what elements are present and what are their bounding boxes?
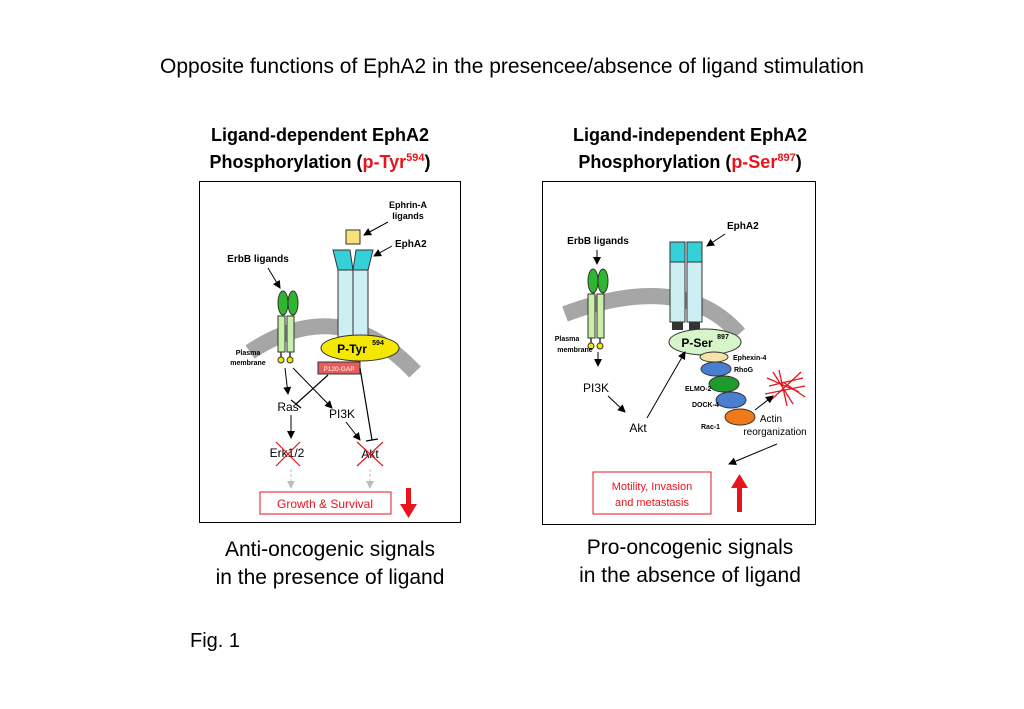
ephrin-label-line2: ligands (392, 211, 424, 221)
increase-arrow-icon (731, 474, 748, 512)
left-pathway-diagram: P-Tyr 594 P120-GAP Ephrin-A ligands EphA… (227, 200, 427, 518)
motility-label-line2: and metastasis (615, 497, 689, 509)
elmo2-oval (708, 375, 740, 393)
erbb-receptor (277, 290, 299, 364)
right-heading-sup: 897 (777, 152, 796, 164)
rhog-oval (700, 361, 732, 377)
pi3k-label-left: PI3K (329, 407, 355, 421)
figure-title: Opposite functions of EphA2 in the prese… (160, 55, 864, 78)
erbb-ligands-label: ErbB ligands (227, 254, 289, 265)
right-pathway-diagram: P-Ser 897 Ephexin-4 RhoG ELMO-2 DOCK-4 R… (555, 221, 807, 515)
epha2-label: EphA2 (395, 239, 427, 250)
left-heading-sup: 594 (406, 152, 425, 164)
ptyr-ellipse (320, 334, 400, 362)
epha2-label-right: EphA2 (727, 221, 759, 232)
left-caption-line1: Anti-oncogenic signals (224, 538, 436, 561)
actin-label-line1: Actin (760, 414, 782, 425)
ephexin4-label: Ephexin-4 (733, 355, 767, 362)
right-heading-prefix: Phosphorylation ( (578, 152, 732, 172)
ephrin-label-line1: Ephrin-A (389, 200, 427, 210)
left-caption: Anti-oncogenic signals in the presence o… (180, 536, 480, 592)
ptyr-sup: 594 (372, 340, 384, 347)
plasma-label-line1: Plasma (236, 350, 261, 357)
plasma-label-line2: membrane (230, 360, 266, 367)
p120-gap-label: P120-GAP (323, 366, 354, 373)
akt-cross-2 (356, 441, 384, 467)
right-caption-line2: in the absence of ligand (579, 564, 801, 587)
right-panel-heading: Ligand-independent EphA2 Phosphorylation… (520, 124, 860, 174)
ras-label: Ras (277, 400, 298, 414)
growth-survival-label: Growth & Survival (277, 497, 373, 511)
erbb-receptor-right (587, 268, 609, 350)
right-heading-line2: Phosphorylation (p-Ser897) (520, 147, 860, 174)
right-heading-highlight: p-Ser (731, 152, 778, 172)
rhog-label: RhoG (734, 367, 754, 374)
right-heading-suffix: ) (795, 152, 802, 172)
actin-label-line2: reorganization (743, 427, 806, 438)
figure-label: Fig. 1 (190, 630, 241, 652)
left-heading-line2: Phosphorylation (p-Tyr594) (150, 147, 490, 174)
left-heading-line1: Ligand-dependent EphA2 (211, 125, 429, 145)
erbb-ligands-label-right: ErbB ligands (567, 236, 629, 247)
plasma-label-right-line2: membrane (557, 347, 593, 354)
plasma-membrane-arc (245, 318, 421, 378)
akt-label-right: Akt (629, 421, 647, 435)
motility-box (592, 471, 712, 515)
epha2-receptor-right (669, 241, 703, 330)
left-panel-heading: Ligand-dependent EphA2 Phosphorylation (… (150, 124, 490, 174)
left-caption-line2: in the presence of ligand (215, 566, 445, 589)
actin-filaments-icon (764, 369, 806, 407)
motility-label-line1: Motility, Invasion (612, 481, 693, 493)
pi3k-label-right: PI3K (583, 381, 609, 395)
left-heading-highlight: p-Tyr (362, 152, 407, 172)
rac1-label: Rac-1 (701, 424, 720, 431)
pser-label: P-Ser (681, 336, 713, 350)
growth-survival-box (259, 491, 392, 515)
pser-sup: 897 (717, 334, 729, 341)
right-heading-line1: Ligand-independent EphA2 (573, 125, 807, 145)
right-panel: P-Ser 897 Ephexin-4 RhoG ELMO-2 DOCK-4 R… (542, 181, 816, 525)
left-panel: P-Tyr 594 P120-GAP Ephrin-A ligands EphA… (199, 181, 461, 523)
left-heading-suffix: ) (424, 152, 431, 172)
dock4-label: DOCK-4 (692, 402, 719, 409)
left-heading-prefix: Phosphorylation ( (209, 152, 363, 172)
elmo2-label: ELMO-2 (685, 386, 712, 393)
erk-cross-2 (275, 441, 301, 467)
epha2-receptor (332, 229, 374, 350)
ptyr-label: P-Tyr (337, 342, 367, 356)
ephexin4-oval (699, 351, 729, 363)
right-caption-line1: Pro-oncogenic signals (586, 536, 794, 559)
rac1-oval (724, 408, 756, 426)
plasma-label-right-line1: Plasma (555, 336, 580, 343)
right-caption: Pro-oncogenic signals in the absence of … (540, 534, 840, 590)
dock4-oval (715, 391, 747, 409)
decrease-arrow-icon (400, 488, 417, 518)
